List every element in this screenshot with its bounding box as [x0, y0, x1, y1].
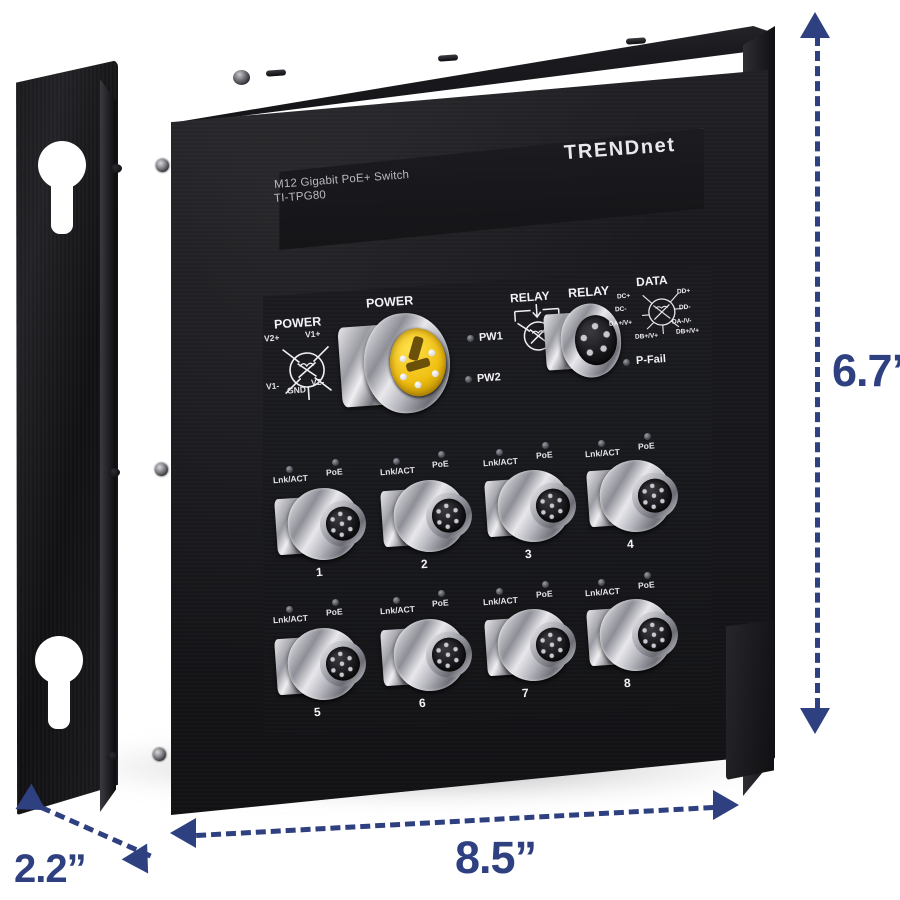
ethernet-port-1[interactable]	[273, 483, 374, 568]
pw2-label: PW2	[476, 371, 502, 385]
power-pin-gnd: GND	[286, 384, 307, 396]
p-fail-label: P-Fail	[635, 352, 667, 368]
port-2-link-led	[393, 458, 400, 465]
p-fail-led	[623, 359, 630, 366]
bracket-fold-edge	[100, 78, 116, 812]
height-dimension-label: 6.7”	[832, 345, 900, 396]
height-dimension-line	[815, 36, 820, 708]
port-8-link-led	[598, 579, 605, 586]
depth-dimension-label: 2.2”	[14, 847, 87, 891]
data-pinout-diagram	[618, 281, 706, 347]
pw1-led	[467, 335, 474, 342]
bracket-screw-bottom	[153, 748, 166, 761]
bracket-rivet-hole	[109, 468, 120, 477]
port-5-poe-label: PoE	[325, 606, 343, 618]
top-vent-slot	[437, 54, 459, 62]
port-4-poe-led	[644, 433, 651, 440]
bracket-screw-top	[156, 159, 169, 172]
ethernet-port-5[interactable]	[273, 623, 374, 708]
ethernet-port-6[interactable]	[379, 614, 480, 699]
m12-poe-switch-device: TRENDnet M12 Gigabit PoE+ Switch TI-TPG8…	[8, 8, 798, 818]
power-connector[interactable]	[334, 304, 454, 424]
port-8-number: 8	[623, 675, 632, 691]
port-3-poe-label: PoE	[535, 449, 553, 461]
bracket-screw-middle	[155, 463, 168, 476]
port-6-link-led	[393, 597, 400, 604]
data-pin-2: DD+	[676, 287, 691, 296]
port-7-poe-label: PoE	[535, 588, 553, 600]
power-pin-v2-minus: V2-	[310, 376, 325, 388]
port-3-poe-led	[542, 442, 549, 449]
pw1-label: PW1	[478, 330, 504, 344]
top-vent-slot	[265, 69, 287, 77]
height-arrow-top	[800, 12, 830, 38]
port-3-link-led	[496, 449, 503, 456]
top-screw	[233, 70, 250, 85]
port-6-number: 6	[418, 695, 427, 711]
port-8-poe-label: PoE	[637, 579, 655, 591]
width-arrow-left	[170, 818, 196, 848]
height-arrow-bottom	[800, 708, 830, 734]
ethernet-port-2[interactable]	[379, 475, 480, 560]
port-7-number: 7	[521, 685, 530, 701]
pw2-led	[465, 376, 472, 383]
bracket-rivet-hole	[111, 164, 122, 173]
power-pin-v1-minus: V1-	[265, 380, 280, 392]
bracket-keyhole-slot-bottom	[48, 639, 70, 729]
port-1-number: 1	[315, 564, 324, 580]
port-5-number: 5	[313, 704, 322, 720]
port-2-poe-label: PoE	[431, 458, 449, 470]
bracket-rivet-hole	[107, 752, 118, 761]
port-2-number: 2	[420, 556, 429, 572]
port-4-number: 4	[626, 536, 635, 552]
ethernet-port-4[interactable]	[585, 455, 686, 540]
port-3-number: 3	[524, 546, 533, 562]
power-pin-v2-plus: V2+	[263, 332, 280, 344]
data-pin-7: DC-	[614, 305, 627, 314]
width-dimension-label: 8.5”	[455, 832, 537, 883]
depth-arrow-lower	[121, 836, 161, 874]
port-1-poe-label: PoE	[325, 466, 343, 478]
port-6-poe-label: PoE	[431, 597, 449, 609]
data-pin-1: DC+	[616, 292, 631, 301]
bracket-keyhole-slot-top	[51, 144, 73, 234]
ethernet-port-7[interactable]	[483, 604, 584, 689]
port-5-link-led	[286, 606, 293, 613]
port-4-poe-label: PoE	[637, 440, 655, 452]
port-7-poe-led	[542, 581, 549, 588]
ethernet-port-3[interactable]	[483, 465, 584, 550]
data-pin-4: DA-/V-	[671, 317, 692, 326]
port-1-poe-led	[332, 459, 339, 466]
relay-connector[interactable]	[542, 297, 626, 384]
port-5-poe-led	[332, 599, 339, 606]
port-7-link-led	[496, 588, 503, 595]
ethernet-port-8[interactable]	[585, 594, 686, 679]
top-vent-slot	[625, 37, 647, 45]
right-mounting-tab	[726, 620, 774, 780]
port-4-link-led	[598, 440, 605, 447]
port-1-link-led	[286, 466, 293, 473]
data-pin-3: DD-	[678, 303, 691, 312]
port-8-poe-led	[644, 572, 651, 579]
power-pin-v1-plus: V1+	[304, 328, 321, 340]
power-pinout-diagram	[261, 327, 352, 411]
port-2-poe-led	[438, 451, 445, 458]
port-6-poe-led	[438, 590, 445, 597]
